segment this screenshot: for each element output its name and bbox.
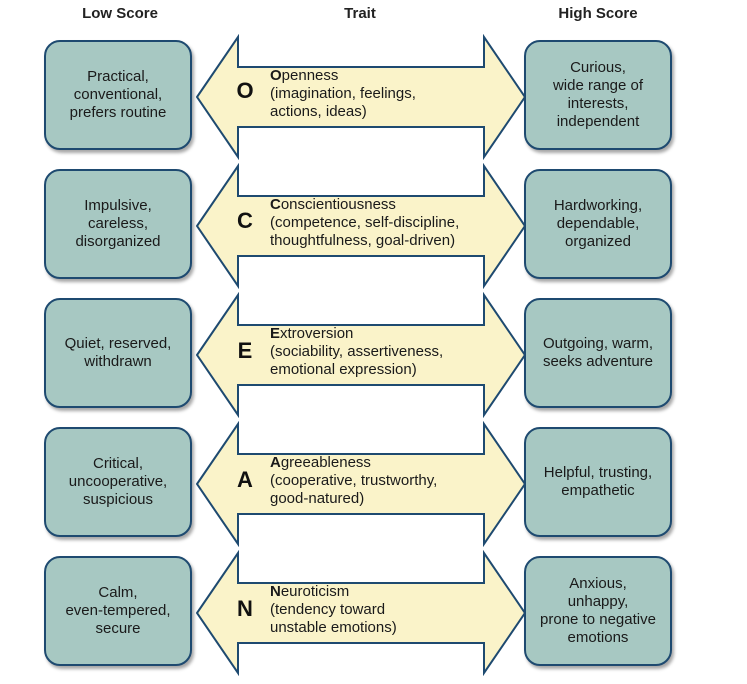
high-score-line: prone to negative <box>540 611 656 628</box>
low-score-line: Critical, <box>92 455 143 472</box>
low-score-line: Impulsive, <box>84 197 152 214</box>
header-high-score: High Score <box>558 5 638 22</box>
low-score-line: disorganized <box>75 233 161 250</box>
low-score-box: Calm, even-tempered, secure <box>44 556 192 666</box>
trait-name-rest: greeableness <box>280 454 371 471</box>
high-score-line: independent <box>556 113 640 130</box>
low-score-line: prefers routine <box>69 104 167 121</box>
trait-description: Agreeableness (cooperative, trustworthy,… <box>270 454 510 508</box>
high-score-box: Hardworking, dependable, organized <box>524 169 672 279</box>
high-score-box: Anxious, unhappy, prone to negative emot… <box>524 556 672 666</box>
high-score-line: wide range of <box>552 77 644 94</box>
trait-name-initial: N <box>270 583 281 600</box>
trait-description: Extroversion (sociability, assertiveness… <box>270 325 510 379</box>
high-score-box: Curious, wide range of interests, indepe… <box>524 40 672 150</box>
trait-name-rest: onscientiousness <box>280 196 396 213</box>
trait-description: Conscientiousness (competence, self-disc… <box>270 196 510 250</box>
low-score-line: Quiet, reserved, <box>64 335 172 352</box>
trait-name: Conscientiousness <box>270 196 510 214</box>
header-low-score: Low Score <box>82 5 158 22</box>
low-score-line: suspicious <box>82 491 154 508</box>
low-score-line: withdrawn <box>84 353 152 370</box>
low-score-line: uncooperative, <box>68 473 168 490</box>
high-score-line: Anxious, <box>569 575 627 592</box>
trait-row-extroversion: Quiet, reserved, withdrawn E Extroversio… <box>0 292 747 418</box>
trait-name: Agreeableness <box>270 454 510 472</box>
trait-detail-line: (cooperative, trustworthy, <box>270 472 438 489</box>
trait-detail-line: (imagination, feelings, <box>270 85 416 102</box>
high-score-line: unhappy, <box>567 593 629 610</box>
trait-letter: A <box>237 467 253 492</box>
trait-row-neuroticism: Calm, even-tempered, secure N Neuroticis… <box>0 550 747 676</box>
trait-detail-line: unstable emotions) <box>270 619 397 636</box>
high-score-line: interests, <box>567 95 629 112</box>
trait-name-rest: xtroversion <box>280 325 354 342</box>
trait-name-initial: A <box>270 454 281 471</box>
high-score-line: seeks adventure <box>542 353 654 370</box>
trait-name-initial: O <box>270 67 282 84</box>
trait-letter: O <box>236 78 254 103</box>
low-score-line: Practical, <box>87 68 149 85</box>
trait-name-rest: euroticism <box>280 583 350 600</box>
trait-detail-line: actions, ideas) <box>270 103 367 120</box>
low-score-line: even-tempered, <box>65 602 171 619</box>
trait-letter: C <box>237 208 253 233</box>
trait-description: Neuroticism (tendency toward unstable em… <box>270 583 510 637</box>
low-score-box: Critical, uncooperative, suspicious <box>44 427 192 537</box>
trait-name: Extroversion <box>270 325 510 343</box>
trait-row-agreeableness: Critical, uncooperative, suspicious A Ag… <box>0 421 747 547</box>
high-score-line: Outgoing, warm, <box>542 335 654 352</box>
low-score-line: conventional, <box>73 86 163 103</box>
high-score-line: emotions <box>567 629 629 646</box>
trait-detail-line: (sociability, assertiveness, <box>270 343 444 360</box>
trait-letter: N <box>237 596 253 621</box>
low-score-box: Quiet, reserved, withdrawn <box>44 298 192 408</box>
low-score-box: Impulsive, careless, disorganized <box>44 169 192 279</box>
trait-description: Openness (imagination, feelings, actions… <box>270 67 510 121</box>
trait-row-conscientiousness: Impulsive, careless, disorganized C Cons… <box>0 163 747 289</box>
low-score-line: secure <box>95 620 141 637</box>
high-score-box: Outgoing, warm, seeks adventure <box>524 298 672 408</box>
trait-name-rest: penness <box>281 67 339 84</box>
high-score-line: Hardworking, <box>553 197 643 214</box>
trait-letter: E <box>237 338 253 363</box>
trait-row-openness: Practical, conventional, prefers routine… <box>0 34 747 160</box>
trait-name-initial: E <box>270 325 281 342</box>
high-score-line: Curious, <box>570 59 626 76</box>
trait-detail-line: good-natured) <box>270 490 365 507</box>
low-score-box: Practical, conventional, prefers routine <box>44 40 192 150</box>
high-score-line: dependable, <box>556 215 640 232</box>
high-score-line: Helpful, trusting, <box>543 464 653 481</box>
high-score-box: Helpful, trusting, empathetic <box>524 427 672 537</box>
high-score-line: organized <box>565 233 631 250</box>
high-score-line: empathetic <box>561 482 635 499</box>
header-trait: Trait <box>344 5 376 22</box>
trait-name-initial: C <box>270 196 281 213</box>
low-score-line: careless, <box>87 215 149 232</box>
trait-name: Neuroticism <box>270 583 510 601</box>
trait-detail-line: (competence, self-discipline, <box>270 214 460 231</box>
trait-detail-line: emotional expression) <box>270 361 417 378</box>
trait-name: Openness <box>270 67 510 85</box>
trait-detail-line: thoughtfulness, goal-driven) <box>270 232 456 249</box>
trait-detail-line: (tendency toward <box>270 601 386 618</box>
low-score-line: Calm, <box>98 584 138 601</box>
